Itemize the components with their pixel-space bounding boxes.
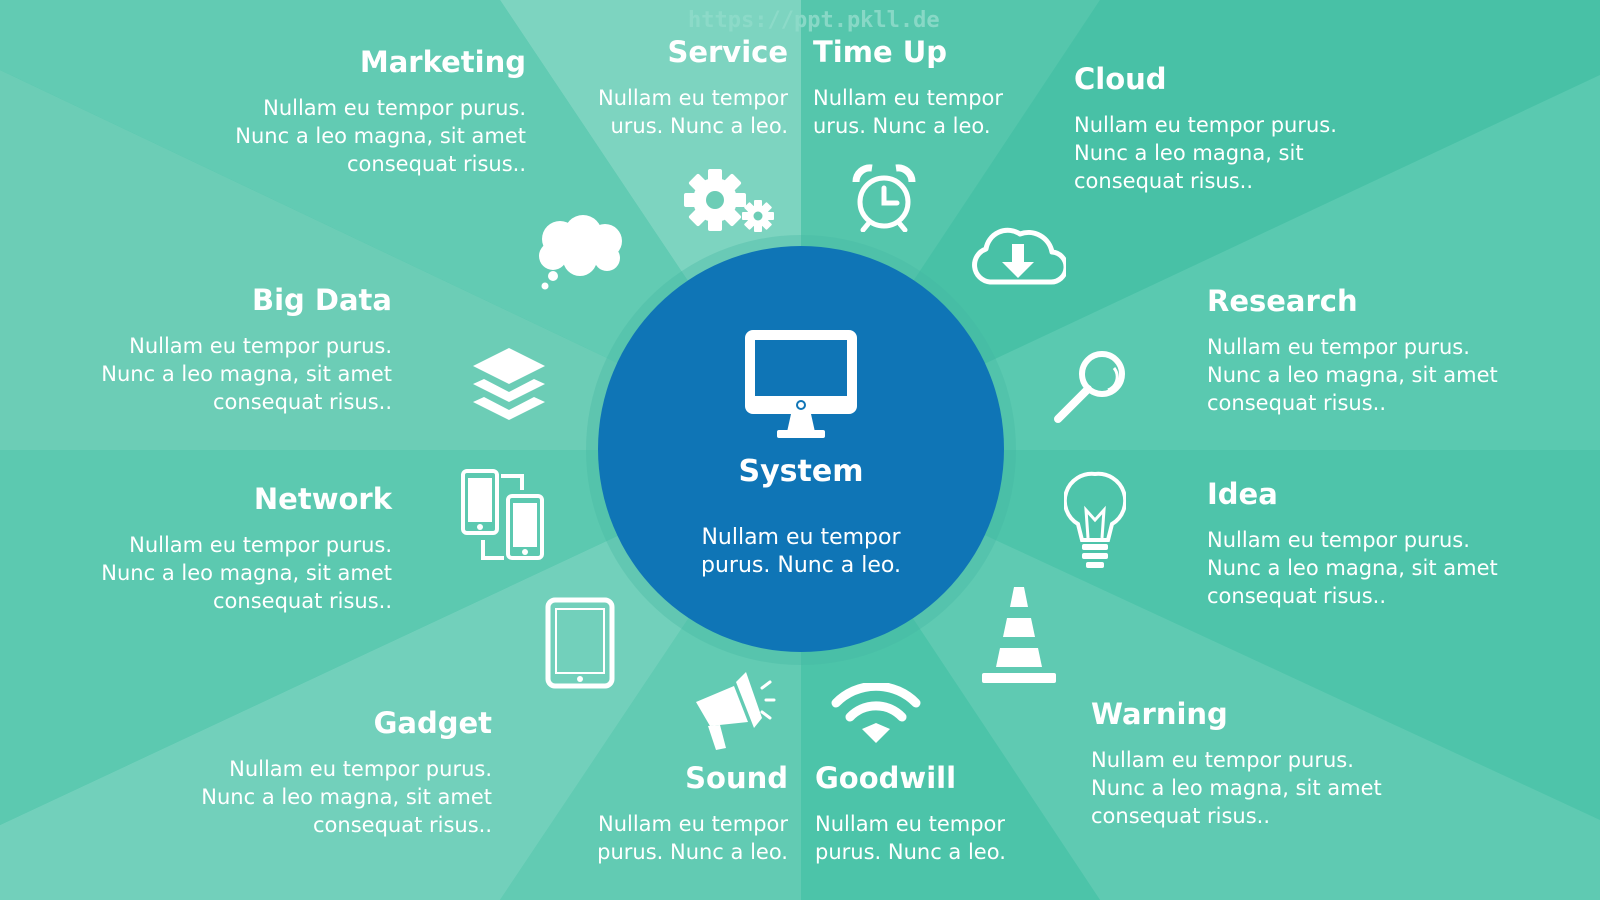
item-description: Nullam eu tempor purus.Nunc a leo magna,… bbox=[1091, 748, 1382, 828]
item-title: Research bbox=[1207, 284, 1358, 318]
item-description: Nullam eu tempor purus.Nunc a leo magna,… bbox=[1074, 113, 1337, 193]
layers-icon bbox=[471, 346, 547, 424]
watermark-url: https://ppt.pkll.de bbox=[688, 8, 940, 33]
item-gadget: Gadget Nullam eu tempor purus.Nunc a leo… bbox=[152, 705, 492, 839]
item-research: Research Nullam eu tempor purus.Nunc a l… bbox=[1207, 283, 1547, 417]
traffic-cone-icon bbox=[980, 585, 1058, 685]
item-title: Sound bbox=[685, 761, 788, 795]
item-title: Time Up bbox=[813, 35, 948, 69]
item-description: Nullam eu tempor purus.Nunc a leo magna,… bbox=[101, 533, 392, 613]
item-title: Warning bbox=[1091, 697, 1228, 731]
item-description: Nullam eu tempor purus.Nunc a leo magna,… bbox=[101, 334, 392, 414]
item-title: Cloud bbox=[1074, 62, 1167, 96]
lightbulb-icon bbox=[1064, 470, 1126, 574]
item-description: Nullam eu tempor purus.Nunc a leo magna,… bbox=[1207, 528, 1498, 608]
monitor-icon bbox=[743, 328, 859, 444]
item-marketing: Marketing Nullam eu tempor purus.Nunc a … bbox=[166, 44, 526, 178]
center-title: System bbox=[738, 454, 864, 489]
thought-bubble-icon bbox=[535, 214, 630, 300]
item-network: Network Nullam eu tempor purus.Nunc a le… bbox=[52, 481, 392, 615]
gears-icon bbox=[683, 168, 775, 234]
item-title: Marketing bbox=[359, 45, 526, 79]
item-title: Idea bbox=[1207, 477, 1278, 511]
tablet-icon bbox=[545, 597, 615, 689]
item-description: Nullam eu tempor purus.Nunc a leo magna,… bbox=[1207, 335, 1498, 415]
item-warning: Warning Nullam eu tempor purus.Nunc a le… bbox=[1091, 696, 1451, 830]
item-cloud: Cloud Nullam eu tempor purus.Nunc a leo … bbox=[1074, 61, 1434, 195]
item-title: Goodwill bbox=[815, 761, 957, 795]
megaphone-icon bbox=[690, 668, 776, 754]
cloud-download-icon bbox=[970, 220, 1066, 288]
wifi-icon bbox=[830, 683, 922, 743]
item-title: Big Data bbox=[252, 283, 392, 317]
item-idea: Idea Nullam eu tempor purus.Nunc a leo m… bbox=[1207, 476, 1547, 610]
phones-sync-icon bbox=[460, 468, 546, 564]
item-bigdata: Big Data Nullam eu tempor purus.Nunc a l… bbox=[52, 282, 392, 416]
item-title: Gadget bbox=[373, 706, 492, 740]
item-description: Nullam eu tempor purus.Nunc a leo magna,… bbox=[201, 757, 492, 837]
magnifier-icon bbox=[1052, 346, 1132, 426]
item-title: Service bbox=[667, 35, 788, 69]
item-description: Nullam eu tempor purus.Nunc a leo magna,… bbox=[235, 96, 526, 176]
alarm-clock-icon bbox=[852, 164, 916, 232]
item-title: Network bbox=[253, 482, 392, 516]
